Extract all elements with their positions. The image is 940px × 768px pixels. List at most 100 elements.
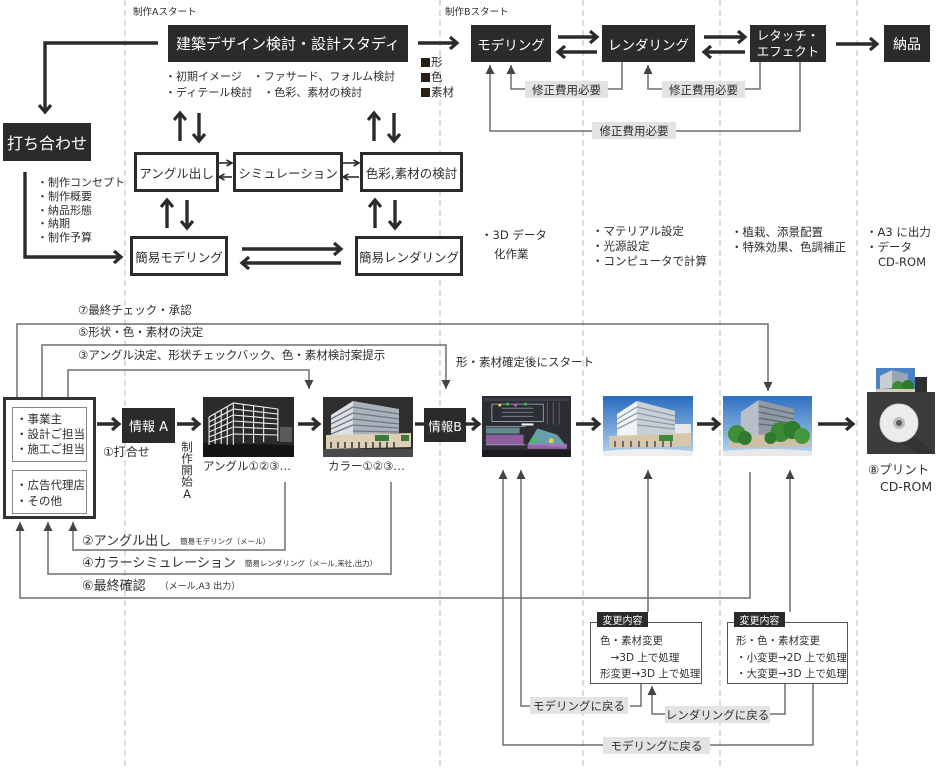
change-line: ・大変更→3D 上で処理: [736, 668, 847, 680]
handoff-item: 色: [421, 70, 454, 85]
change-line: 形・色・素材変更: [736, 635, 820, 647]
back-rendering-arrow: [647, 686, 665, 715]
simulation-box: シミュレーション: [233, 152, 343, 192]
simple-modeling-box: 簡易モデリング: [130, 236, 228, 276]
info-a-box: 情報 A: [122, 408, 175, 443]
revision-cost-label: 修正費用必要: [525, 81, 608, 98]
cad-model-thumbnail: [482, 396, 571, 457]
change-lines: 色・素材変更 →3D 上で処理 形変更→3D 上で処理: [600, 633, 700, 683]
handoff-items: 形 色 素材: [421, 55, 454, 100]
back-to-modeling-label: モデリングに戻る: [530, 697, 628, 714]
output-caption-line: ⑧プリント: [868, 462, 930, 477]
return-label: ⑥最終確認: [82, 579, 146, 594]
start-after-label: 形・素材確定後にスタート: [456, 355, 594, 369]
meeting-items: ・制作コンセプト ・制作概要 ・納品形態 ・納期 ・制作予算: [37, 176, 125, 245]
feedback-to-modeling-arrow: [506, 65, 525, 90]
client-item: ・広告代理店: [16, 478, 85, 492]
return-color-label: ④カラーシミュレーション簡易レンダリング（メール,来社,出力）: [82, 557, 377, 570]
design-study-box: 建築デザイン検討・設計スタディ: [168, 25, 408, 62]
return-note: 簡易モデリング（メール）: [180, 537, 271, 546]
phase-note: ・コンピュータで計算: [592, 254, 707, 268]
return-note: 簡易レンダリング（メール,来社,出力）: [244, 559, 378, 568]
feedback-rendering-segment: [608, 62, 623, 90]
retouch-line: エフェクト: [756, 43, 820, 59]
handoff-item: 形: [421, 55, 454, 70]
angle-box: アングル出し: [134, 152, 219, 192]
meeting-item: ・納品形態: [37, 203, 92, 217]
back-to-modeling-label: モデリングに戻る: [603, 737, 710, 754]
client-group-secondary: ・広告代理店 ・その他: [12, 470, 87, 514]
change-box-tab: 変更内容: [597, 612, 648, 627]
client-item: ・施工ご担当: [16, 442, 85, 456]
phase-a-start-label: 制作Aスタート: [133, 7, 197, 18]
meeting-item: ・納期: [37, 217, 70, 231]
revision-cost-label: 修正費用必要: [662, 81, 745, 98]
client-box: ・事業主 ・設計ご担当 ・施工ご担当 ・広告代理店 ・その他: [3, 397, 96, 519]
angle-study-thumbnail: [203, 397, 294, 457]
phase-note: ・マテリアル設定: [592, 224, 684, 238]
phase-note: ・A3 に出力: [866, 225, 931, 239]
client-item: ・その他: [16, 494, 62, 508]
delivery-phase-notes: ・A3 に出力 ・データ CD-ROM: [866, 225, 931, 270]
meeting-box: 打ち合わせ: [3, 123, 91, 161]
change-box-tab: 変更内容: [734, 612, 785, 627]
design-note: ・初期イメージ ・ファサード、フォルム検討: [165, 70, 396, 83]
retouched-thumbnail: [723, 396, 812, 456]
change-line: →3D 上で処理: [600, 651, 680, 664]
change-box-rendering: 色・素材変更 →3D 上で処理 形変更→3D 上で処理: [590, 622, 702, 684]
revision-cost-label: 修正費用必要: [592, 122, 676, 139]
return-note: （メール,A3 出力）: [159, 582, 241, 592]
change-line: 形変更→3D 上で処理: [600, 668, 701, 680]
back-rendering-segment: [770, 684, 786, 715]
phase-note: 化作業: [494, 247, 529, 261]
client-item: ・事業主: [16, 412, 62, 426]
design-notes: ・初期イメージ ・ファサード、フォルム検討 ・ディテール検討 ・色彩、素材の検討: [165, 69, 395, 101]
rendered-thumbnail: [603, 396, 693, 456]
simple-rendering-box: 簡易レンダリング: [355, 236, 463, 276]
angle-caption: アングル①②③…: [203, 459, 291, 473]
output-caption-line: CD-ROM: [880, 479, 933, 494]
feedback-retouch-segment: [745, 62, 761, 90]
cd-rom-icon: [862, 362, 940, 458]
change-box-retouch: 形・色・素材変更 ・小変更→2D 上で処理 ・大変更→3D 上で処理: [727, 622, 848, 684]
feedback-to-rendering-arrow: [643, 65, 662, 90]
client-item: ・設計ご担当: [16, 427, 85, 441]
return-label: ④カラーシミュレーション: [82, 556, 236, 571]
rendering-phase-notes: ・マテリアル設定 ・光源設定 ・コンピュータで計算: [592, 224, 707, 269]
retouch-line: レタッチ・: [756, 27, 820, 43]
meeting-item: ・制作概要: [37, 189, 92, 203]
shape-decision-label: ⑤形状・色・素材の決定: [78, 325, 204, 339]
return-label: ②アングル出し: [82, 534, 172, 549]
return-final-label: ⑥最終確認 （メール,A3 出力）: [82, 580, 240, 593]
modeling-phase-notes: ・3D データ 化作業: [481, 226, 547, 264]
square-bullet-icon: [421, 88, 430, 97]
phase-note: ・3D データ: [481, 228, 547, 242]
square-bullet-icon: [421, 73, 430, 82]
change-line: 色・素材変更: [600, 635, 663, 647]
arrow-design-to-meeting: [45, 41, 158, 112]
feedback-to-modeling-long-arrow: [485, 65, 592, 132]
retouch-phase-notes: ・植栽、添景配置 ・特殊効果、色調補正: [731, 225, 846, 255]
color-caption: カラー①②③…: [328, 459, 405, 473]
delivery-box: 納品: [884, 25, 930, 62]
color-material-box: 色彩,素材の検討: [360, 152, 463, 192]
angle-decision-line: [67, 369, 314, 397]
phase-note: CD-ROM: [878, 255, 926, 269]
phase-note: ・データ: [866, 240, 912, 254]
angle-decision-label: ③アングル決定、形状チェックバック、色・素材検討案提示: [78, 348, 386, 362]
final-check-label: ⑦最終チェック・承認: [78, 303, 192, 317]
change-lines: 形・色・素材変更 ・小変更→2D 上で処理 ・大変更→3D 上で処理: [736, 633, 847, 683]
modeling-box: モデリング: [471, 25, 551, 62]
phase-b-start-label: 制作Bスタート: [445, 7, 509, 18]
back-to-rendering-label: レンダリングに戻る: [665, 706, 770, 723]
phase-note: ・植栽、添景配置: [731, 225, 823, 239]
meeting-step-label: ①打合せ: [103, 445, 150, 459]
meeting-item: ・制作コンセプト: [37, 176, 125, 189]
phase-note: ・光源設定: [592, 239, 650, 253]
back-modeling-short-arrow: [516, 470, 530, 707]
return-angle-label: ②アングル出し簡易モデリング（メール）: [82, 535, 270, 548]
handoff-item: 素材: [421, 85, 454, 100]
client-group-primary: ・事業主 ・設計ご担当 ・施工ご担当: [12, 407, 87, 462]
output-caption: ⑧プリント CD-ROM: [868, 461, 932, 495]
color-study-thumbnail: [323, 397, 413, 457]
